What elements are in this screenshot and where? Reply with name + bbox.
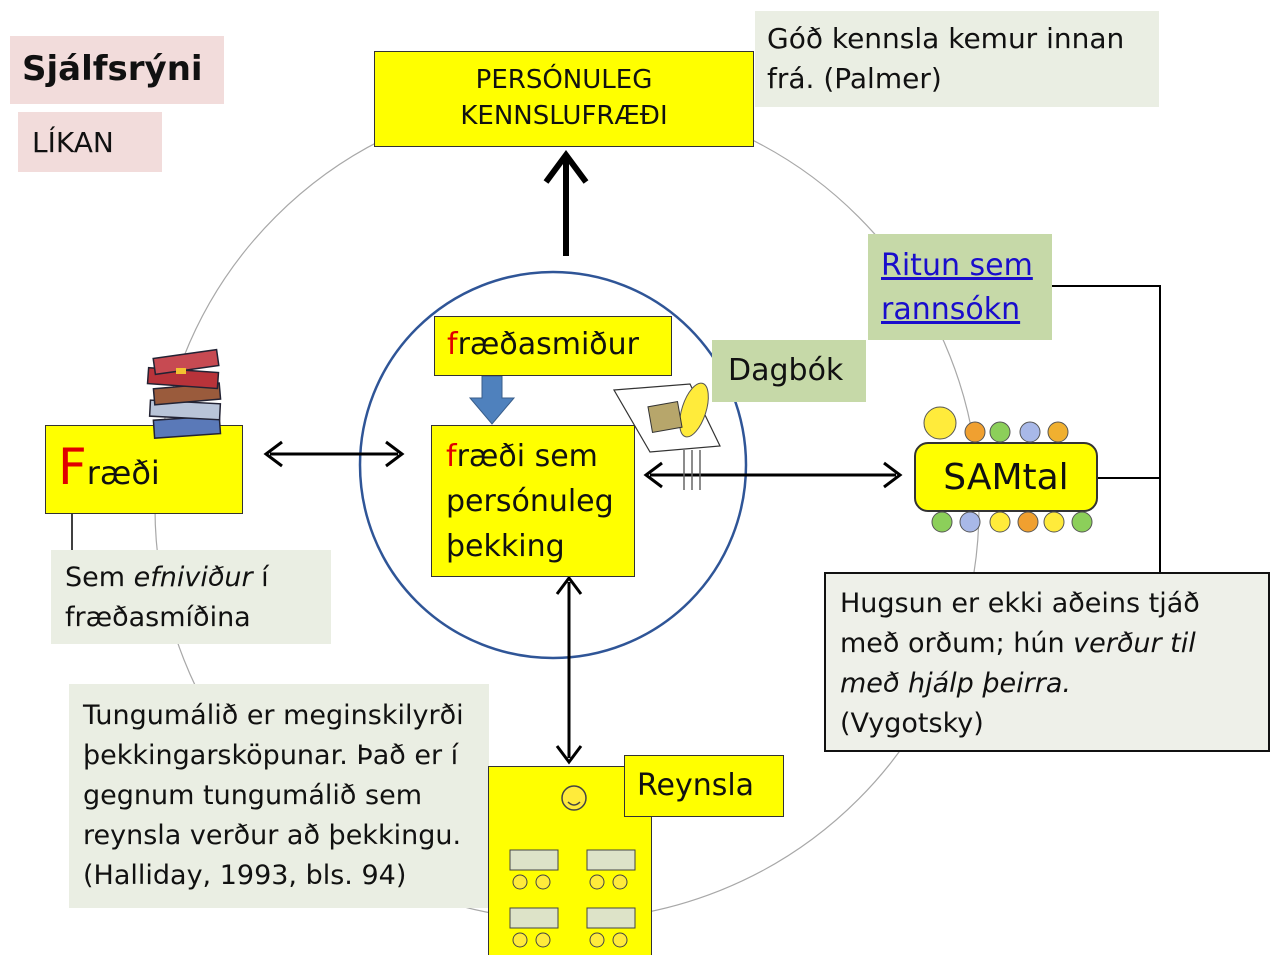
material-note-post: í: [252, 562, 269, 593]
material-note-em: efniviður: [133, 562, 253, 593]
palmer-quote: Góð kennsla kemur innan frá. (Palmer): [755, 11, 1159, 107]
writing-research-link-line2[interactable]: rannsókn: [881, 292, 1021, 327]
vygotsky-quote: Hugsun er ekki aðeins tjáð með orðum; hú…: [824, 572, 1270, 752]
personal-pedagogy-box: PERSÓNULEG KENNSLUFRÆÐI: [374, 51, 754, 147]
material-note: Sem efniviður í fræðasmíðina: [51, 550, 331, 644]
halliday-line3: gegnum tungumálið sem: [83, 780, 422, 811]
knowledge-line3: þekking: [446, 529, 565, 564]
material-note-line2: fræðasmíðina: [65, 602, 251, 633]
halliday-line1: Tungumálið er meginskilyrði: [83, 700, 464, 731]
vygotsky-line3: með hjálp þeirra.: [840, 668, 1071, 699]
palmer-quote-line2: frá. (Palmer): [767, 62, 942, 95]
page-subtitle: LÍKAN: [32, 126, 114, 159]
material-note-pre: Sem: [65, 562, 134, 593]
right-bracket: [1052, 285, 1161, 572]
theory-initial: F: [58, 438, 87, 496]
palmer-quote-line1: Góð kennsla kemur innan: [767, 22, 1125, 55]
vygotsky-line4: (Vygotsky): [840, 708, 984, 739]
subtitle-box: LÍKAN: [18, 112, 162, 172]
knowledge-line2: persónuleg: [446, 484, 614, 519]
personal-pedagogy-line1: PERSÓNULEG: [475, 65, 653, 95]
diary-label: Dagbók: [728, 353, 844, 388]
halliday-line5: (Halliday, 1993, bls. 94): [83, 860, 407, 891]
halliday-line4: reynsla verður að þekkingu.: [83, 820, 462, 851]
personal-pedagogy-line2: KENNSLUFRÆÐI: [460, 101, 668, 131]
experience-label: Reynsla: [637, 768, 755, 803]
theory-builder-box: fræðasmiður: [434, 316, 672, 376]
inner-circle: [358, 270, 748, 660]
theory-builder-label: ræðasmiður: [457, 327, 639, 362]
halliday-line2: þekkingarsköpunar. Það er í: [83, 740, 459, 771]
dialogue-box: SAMtal: [914, 442, 1098, 512]
page-title: Sjálfsrýni: [22, 49, 203, 89]
theory-as-knowledge-box: fræði sem persónuleg þekking: [431, 425, 635, 577]
theory-label: ræði: [86, 454, 160, 492]
halliday-quote: Tungumálið er meginskilyrði þekkingarskö…: [69, 684, 489, 908]
theory-builder-initial: f: [447, 327, 458, 362]
vygotsky-line2-em: verður til: [1073, 628, 1196, 659]
theory-box: Fræði: [45, 425, 243, 514]
title-box: Sjálfsrýni: [10, 36, 224, 104]
writing-research-box: Ritun sem rannsókn: [868, 234, 1052, 340]
knowledge-line1: ræði sem: [456, 439, 598, 474]
dialogue-label: SAMtal: [943, 457, 1069, 498]
blue-down-arrow: [468, 375, 516, 425]
writing-research-link-line1[interactable]: Ritun sem: [881, 248, 1033, 283]
vygotsky-line2-pre: með orðum; hún: [840, 628, 1074, 659]
diary-box: Dagbók: [712, 340, 866, 402]
experience-box: Reynsla: [624, 755, 784, 817]
vygotsky-line1: Hugsun er ekki aðeins tjáð: [840, 588, 1200, 619]
knowledge-initial: f: [446, 439, 457, 474]
